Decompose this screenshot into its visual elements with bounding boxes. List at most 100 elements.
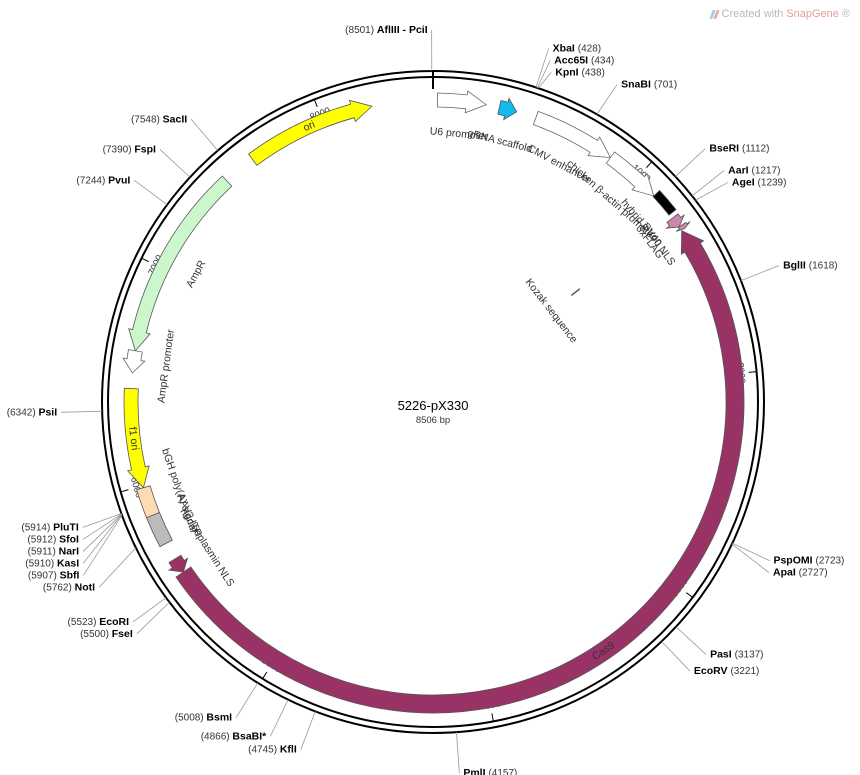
tick-mark-5000	[262, 671, 268, 680]
site-position-bseri: (1112)	[742, 144, 769, 155]
site-position-ecorv: (3221)	[730, 666, 759, 677]
site-leader-apai	[731, 543, 770, 573]
site-name-pspomi: PspOMI	[773, 555, 815, 567]
site-name-acc65i: Acc65I	[554, 54, 591, 66]
tick-mark-4000	[491, 713, 494, 722]
site-leader-fspi	[159, 149, 191, 178]
site-name-sfoi: SfoI	[59, 533, 79, 545]
site-position-xbai: (428)	[578, 43, 601, 54]
site-pluti: (5914) PluTI	[21, 513, 122, 533]
site-leader-noti	[98, 547, 137, 588]
site-nari: (5911) NarI	[28, 513, 122, 557]
site-name-xbai: XbaI	[553, 42, 578, 54]
site-name-nari: NarI	[59, 545, 80, 557]
site-name-ecori: EcoRI	[99, 616, 129, 628]
feature-u6-promoter: U6 promoter	[429, 90, 489, 143]
site-name-pluti: PluTI	[53, 521, 79, 533]
site-pasi: PasI (3137)	[675, 626, 764, 661]
watermark-brand: SnapGene	[786, 8, 839, 20]
site-name-bsabi: BsaBI*	[232, 731, 267, 743]
site-name-sbfi: SbfI	[60, 569, 80, 581]
site-text-pvui: (7244) PvuI	[76, 174, 130, 186]
site-leader-fsei	[136, 601, 170, 635]
site-noti: (5762) NotI	[43, 547, 137, 593]
feature-arrow-chicken-actin-promoter	[605, 151, 655, 197]
site-name-pasi: PasI	[710, 649, 735, 661]
feature-arrow-ampr-promoter	[122, 349, 146, 374]
restriction-sites: (8501) AflIII - PciI XbaI (428)Acc65I (43…	[7, 24, 845, 775]
site-position-kfli: (4745)	[248, 745, 280, 756]
site-leader-ecorv	[661, 641, 691, 672]
site-position-noti: (5762)	[43, 582, 75, 593]
tick-mark-1000	[646, 161, 653, 168]
feature-label-f1-ori: f1 ori	[126, 426, 141, 451]
site-text-acc65i: Acc65I (434)	[554, 54, 614, 66]
site-name-afliii-pcii: AflIII - PciI	[377, 24, 428, 36]
feature-arrow-nucleoplasmin-nls	[167, 554, 189, 573]
tick-mark-3000	[685, 592, 693, 598]
site-pvui: (7244) PvuI	[76, 174, 168, 206]
feature-ori: ori	[247, 99, 373, 166]
site-name-fsei: FseI	[112, 628, 133, 640]
site-text-ecorv: EcoRV (3221)	[694, 665, 759, 677]
site-text-nari: (5911) NarI	[28, 545, 79, 557]
site-name-aari: AarI	[728, 164, 751, 176]
site-text-pspomi: PspOMI (2723)	[773, 555, 844, 567]
site-aari: AarI (1217)	[691, 164, 781, 197]
site-text-kasi: (5910) KasI	[25, 557, 79, 569]
plasmid-name: 5226-pX330	[398, 398, 469, 413]
feature-arrow-grna-scaffold	[497, 97, 518, 121]
feature-cas9: Cas9	[175, 230, 745, 714]
site-position-pluti: (5914)	[21, 522, 53, 533]
site-kpni: KpnI (438)	[537, 66, 605, 89]
feature-arrow-sv40-nls	[675, 221, 691, 232]
site-name-apai: ApaI	[773, 567, 799, 579]
feature-kozak-sequence: Kozak sequence	[523, 276, 581, 345]
site-fsei: (5500) FseI	[80, 601, 170, 640]
site-ecorv: EcoRV (3221)	[661, 641, 759, 677]
feature-label-u6-promoter: U6 promoter	[429, 125, 489, 143]
site-position-acc65i: (434)	[591, 55, 614, 66]
site-text-ecori: (5523) EcoRI	[68, 616, 130, 628]
site-text-pmli: PmlI (4157)	[463, 767, 517, 775]
site-leader-sfoi	[82, 513, 122, 540]
site-pmli: PmlI (4157)	[456, 732, 517, 775]
site-apai: ApaI (2727)	[731, 543, 828, 579]
site-leader-aari	[691, 170, 725, 197]
site-name-noti: NotI	[75, 581, 95, 593]
site-name-kpni: KpnI	[555, 66, 581, 78]
site-agei: AgeI (1239)	[695, 176, 787, 201]
site-leader-pmli	[456, 732, 460, 774]
site-bseri: BseRI (1112)	[675, 143, 769, 177]
feature-arrow-cmv-enhancer	[532, 110, 612, 159]
site-leader-xbai	[535, 48, 550, 88]
site-sacii: (7548) SacII	[131, 113, 219, 151]
tick-mark-2000	[748, 371, 757, 373]
watermark-reg: ®	[841, 8, 850, 20]
site-text-agei: AgeI (1239)	[732, 176, 787, 188]
site-name-ecorv: EcoRV	[694, 665, 731, 677]
site-leader-sbfi	[83, 514, 123, 576]
site-leader-sacii	[190, 119, 219, 151]
site-leader-pspomi	[732, 542, 770, 562]
site-position-kasi: (5910)	[25, 558, 57, 569]
site-position-fsei: (5500)	[80, 629, 112, 640]
tick-mark-7000	[141, 257, 149, 263]
site-text-bglii: BglII (1618)	[783, 260, 838, 272]
feature-label-ampr-promoter: AmpR promoter	[155, 328, 177, 404]
site-leader-pasi	[675, 626, 707, 655]
site-text-kpni: KpnI (438)	[555, 66, 605, 78]
site-position-afliii-pcii: (8501)	[345, 25, 377, 36]
watermark-prefix: Created with	[721, 8, 784, 20]
site-position-aari: (1217)	[752, 165, 781, 176]
site-position-fspi: (7390)	[103, 144, 135, 155]
feature-label-kozak-sequence: Kozak sequence	[523, 276, 580, 345]
site-name-psii: PsiI	[38, 406, 57, 418]
site-name-kasi: KasI	[57, 557, 79, 569]
site-text-apai: ApaI (2727)	[773, 567, 828, 579]
site-position-bglii: (1618)	[809, 261, 838, 272]
site-text-sbfi: (5907) SbfI	[28, 569, 80, 581]
tick-mark-6000	[120, 489, 129, 493]
